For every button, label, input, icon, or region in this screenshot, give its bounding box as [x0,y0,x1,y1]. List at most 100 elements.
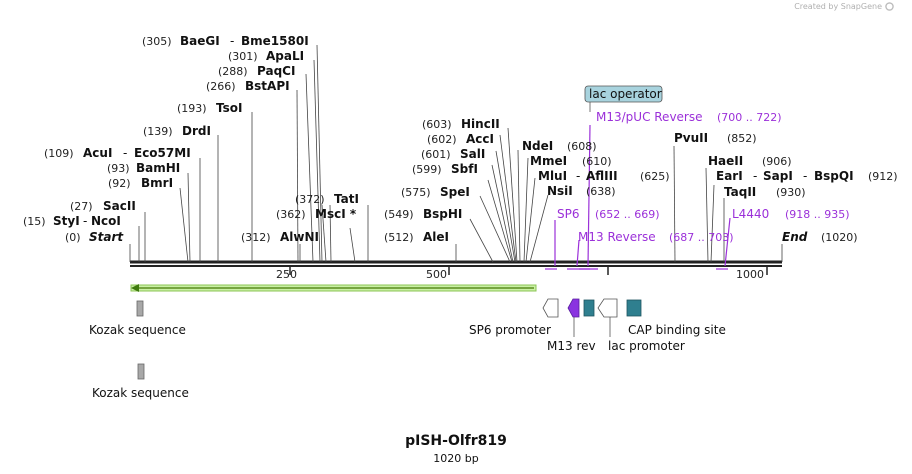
site-pos: (912) [868,170,898,183]
site-name: AlwNI [280,230,319,244]
orf-arrowhead-icon [131,284,139,292]
site-pos: (266) [206,80,236,93]
sp6-promoter-arrow-icon [542,298,559,318]
site-pos: (288) [218,65,248,78]
orf-arrow [130,284,537,292]
site-labels: (0) Start (15) StyI - NcoI (27) SacII (9… [23,34,898,244]
primer-range: (918 .. 935) [785,208,850,221]
m13-rev-arrow-icon [567,298,580,318]
lac-operator-label: lac operator [589,87,662,101]
site-pos: (610) [582,155,612,168]
site-sep: - [803,169,807,183]
site-name: MluI [538,169,567,183]
site-name: BmrI [141,176,173,190]
site-pos: (601) [421,148,451,161]
site-pos: (92) [108,177,131,190]
site-name: PvuII [674,131,708,145]
site-name: HincII [461,117,500,131]
kozak-marker-1 [136,300,144,317]
site-pos: (312) [241,231,271,244]
primer-marks [545,124,731,270]
site-name: Start [89,230,124,244]
kozak-label-2: Kozak sequence [92,386,189,400]
site-name: SpeI [440,185,470,199]
primer-name: L4440 [732,207,769,221]
scale: 250 500 1000 [276,266,768,281]
primer-name: SP6 [557,207,580,221]
cap-binding-site-label: CAP binding site [628,323,726,337]
site-name: TatI [334,192,359,206]
scale-label: 1000 [736,268,764,281]
site-sep: - [123,146,127,160]
lac-operator-box [584,85,663,103]
site-name: SapI [763,169,793,183]
site-pos: (362) [276,208,306,221]
site-pos: (608) [567,140,597,153]
site-name: NsiI [547,184,573,198]
site-pos: (27) [70,200,93,213]
site-pos: (109) [44,147,74,160]
site-pos: (603) [422,118,452,131]
site-name: AccI [466,132,494,146]
site-pos: (602) [427,133,457,146]
site-pos: (139) [143,125,173,138]
site-pos: (625) [640,170,670,183]
site-name: HaeII [708,154,743,168]
site-name: TaqII [724,185,756,199]
site-name: BspHI [423,207,462,221]
site-name: NcoI [91,214,121,228]
site-pos: (93) [107,162,130,175]
site-pos: (193) [177,102,207,115]
lac-promoter-label: lac promoter [608,339,685,353]
primer-name: M13 Reverse [578,230,656,244]
site-leaders [129,44,783,263]
site-pos: (599) [412,163,442,176]
site-pos: (930) [776,186,806,199]
site-name: MscI * [315,207,357,221]
kozak-label-1: Kozak sequence [89,323,186,337]
sp6-promoter-label: SP6 promoter [469,323,551,337]
site-name: AflIII [586,169,618,183]
site-name: BspQI [814,169,854,183]
site-name: BaeGI [180,34,220,48]
cap-binding-site-marker [626,299,642,317]
primer-range: (700 .. 722) [717,111,782,124]
plasmid-length: 1020 bp [433,452,479,465]
site-pos: (852) [727,132,757,145]
site-name: SalI [460,147,485,161]
site-pos: (1020) [821,231,858,244]
primer-range: (687 .. 703) [669,231,734,244]
scale-label: 250 [276,268,297,281]
lac-promoter-arrow-icon [597,298,618,318]
site-name: NdeI [522,139,553,153]
snapgene-credit: Created by SnapGene [794,2,882,11]
primer-labels: M13/pUC Reverse (700 .. 722) SP6 (652 ..… [557,110,850,244]
site-sep: - [83,214,87,228]
site-pos: (575) [401,186,431,199]
m13-rev-label: M13 rev [547,339,596,353]
site-name: BstAPI [245,79,290,93]
site-pos: (512) [384,231,414,244]
lac-operator-marker [583,299,595,317]
site-pos: (305) [142,35,172,48]
site-name: AcuI [83,146,112,160]
site-sep: - [230,34,234,48]
site-name: End [782,230,808,244]
site-name: MmeI [530,154,567,168]
site-name: ApaLI [266,49,304,63]
scale-label: 500 [426,268,447,281]
primer-range: (652 .. 669) [595,208,660,221]
site-pos: (0) [65,231,81,244]
kozak-marker-2 [137,363,145,380]
site-name: PaqCI [257,64,295,78]
lac-operator-feature: lac operator [584,85,663,112]
site-name: BamHI [136,161,180,175]
site-pos: (372) [295,193,325,206]
site-pos: (549) [384,208,414,221]
snapgene-logo-icon [885,2,894,11]
site-name: StyI [53,214,80,228]
site-name: Bme1580I [241,34,309,48]
site-name: TsoI [216,101,242,115]
site-name: Eco57MI [134,146,191,160]
